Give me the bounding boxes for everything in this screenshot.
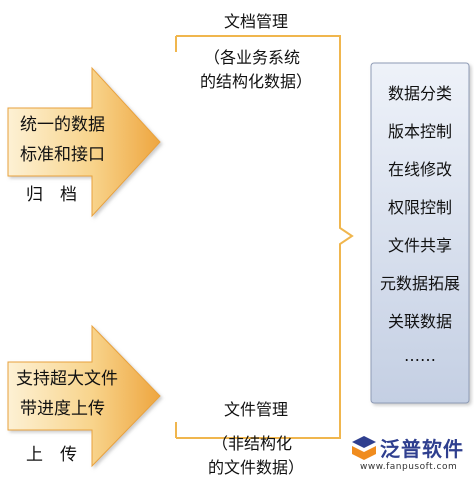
grouping-bracket (176, 35, 354, 439)
feature-item-online-edit: 在线修改 (387, 160, 452, 179)
feature-item-more: …… (404, 346, 436, 365)
file-management-desc-line2: 的文件数据） (208, 458, 305, 477)
feature-panel-box (370, 62, 470, 404)
arrow-archive-line1: 统一的数据 (20, 115, 105, 135)
document-management-title: 文档管理 (224, 12, 289, 31)
feature-item-file-sharing: 文件共享 (387, 236, 452, 255)
document-management-desc-line2: 的结构化数据） (200, 72, 313, 91)
arrow-archive-line2: 标准和接口 (20, 145, 105, 165)
arrow-upload-line2: 带进度上传 (20, 399, 105, 419)
arrow-upload-shape (7, 324, 161, 468)
logo-url: www.fanpusoft.com (360, 462, 458, 472)
document-management-desc-line1: （各业务系统 (204, 48, 301, 67)
arrow-archive-caption: 归 档 (26, 185, 77, 205)
file-management-desc-line1: （非结构化 (212, 434, 293, 453)
file-management-title: 文件管理 (224, 400, 289, 419)
arrow-upload-caption: 上 传 (26, 445, 77, 465)
feature-item-version-control: 版本控制 (387, 122, 452, 141)
fanpu-logo-icon (352, 436, 376, 460)
feature-item-metadata-extension: 元数据拓展 (379, 274, 460, 293)
feature-list: 数据分类 版本控制 在线修改 权限控制 文件共享 元数据拓展 关联数据 …… (370, 80, 470, 380)
logo-name: 泛普软件 (380, 437, 464, 461)
feature-item-permission-control: 权限控制 (387, 198, 452, 217)
feature-item-related-data: 关联数据 (387, 312, 452, 331)
feature-item-data-classification: 数据分类 (387, 84, 452, 103)
arrow-archive-shape (7, 66, 161, 218)
arrow-upload-line1: 支持超大文件 (16, 369, 118, 389)
